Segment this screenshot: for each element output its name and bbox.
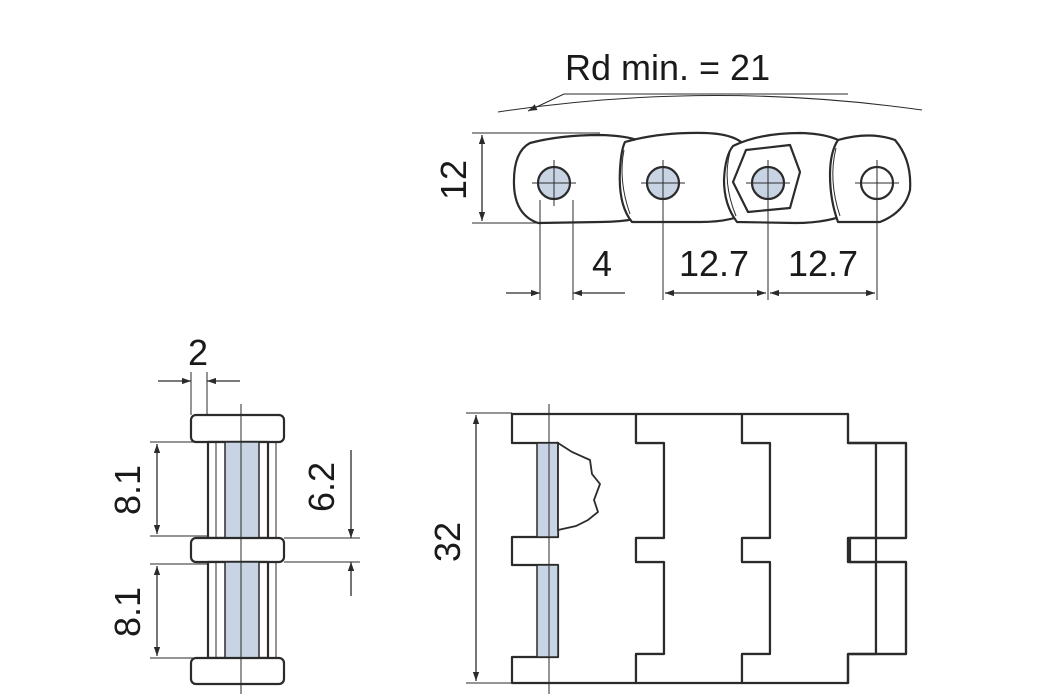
top-view-pin-upper xyxy=(536,442,559,538)
link-joint-1 xyxy=(621,149,631,215)
radius-arrow xyxy=(527,93,565,112)
top-view: 32 xyxy=(427,404,908,694)
half-width-top-label: 8.1 xyxy=(107,465,148,515)
height-label: 12 xyxy=(433,160,474,200)
pitch-label-2: 12.7 xyxy=(788,243,858,284)
offset-label: 4 xyxy=(592,243,612,284)
pitch-extension-lines xyxy=(539,200,878,300)
link-joint-3 xyxy=(832,147,841,217)
end-view: 2 8.1 8.1 6.2 xyxy=(107,332,360,694)
pitch-label-1: 12.7 xyxy=(679,243,749,284)
pin-hex-outline xyxy=(731,143,802,214)
pin-centerlines xyxy=(532,160,899,206)
end-view-middle-flange xyxy=(189,536,286,564)
top-view-pin-lower xyxy=(536,564,559,658)
chain-link-3 xyxy=(722,131,854,225)
bend-radius-arc xyxy=(497,94,923,113)
top-view-cutaway-break xyxy=(557,441,602,532)
thickness-label: 2 xyxy=(188,332,208,373)
end-view-top-flange xyxy=(189,413,286,444)
end-view-inner-lines xyxy=(215,404,277,694)
width-label: 32 xyxy=(427,522,468,562)
end-view-bottom-flange xyxy=(189,656,286,686)
radius-label: Rd min. = 21 xyxy=(565,47,770,88)
link-joint-2 xyxy=(726,151,737,217)
top-view-right-edge xyxy=(846,414,908,683)
gap-label: 6.2 xyxy=(301,462,342,512)
half-width-bottom-label: 8.1 xyxy=(107,587,148,637)
side-view: Rd min. = 21 12 xyxy=(433,47,923,300)
end-view-upper-pin xyxy=(224,441,260,539)
end-view-lower-pin xyxy=(224,561,260,659)
